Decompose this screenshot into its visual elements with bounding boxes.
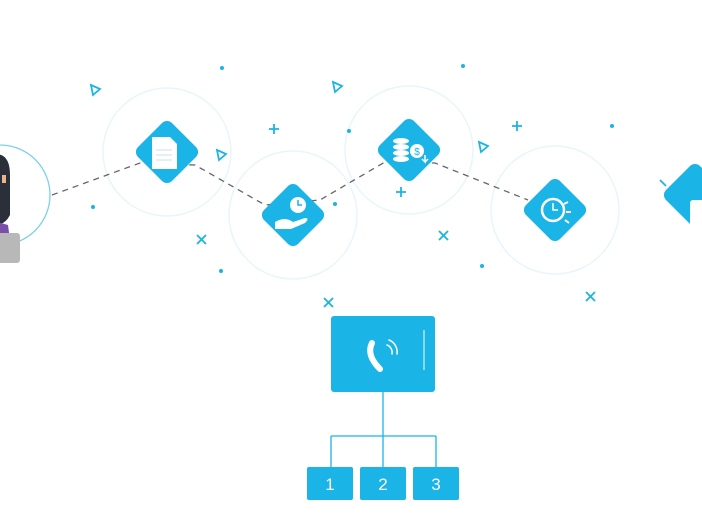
phone-menu-box [331,316,435,392]
avatar [0,144,51,263]
halo-circle [228,150,358,280]
person-icon [690,200,702,230]
option-1-button[interactable] [307,467,353,500]
step-coins [377,118,441,182]
step-person [663,163,702,227]
phone-ringing-icon [367,339,398,372]
svg-text:$: $ [414,147,420,158]
option-1-label: 1 [325,475,334,494]
gear-clock-icon [540,197,571,224]
option-3-button[interactable] [413,467,459,500]
tree-connector [330,392,437,467]
step-hand-clock [261,183,325,247]
option-2-label: 2 [378,475,387,494]
halo-circle [344,85,474,215]
hand-clock-icon [275,197,308,229]
decorative-shapes [89,80,667,308]
halo-circle [490,145,620,275]
halo-circle [102,87,232,217]
option-3-label: 3 [431,475,440,494]
option-2-button[interactable] [360,467,406,500]
document-icon [152,137,177,169]
coins-dollar-icon: $ [393,138,429,164]
